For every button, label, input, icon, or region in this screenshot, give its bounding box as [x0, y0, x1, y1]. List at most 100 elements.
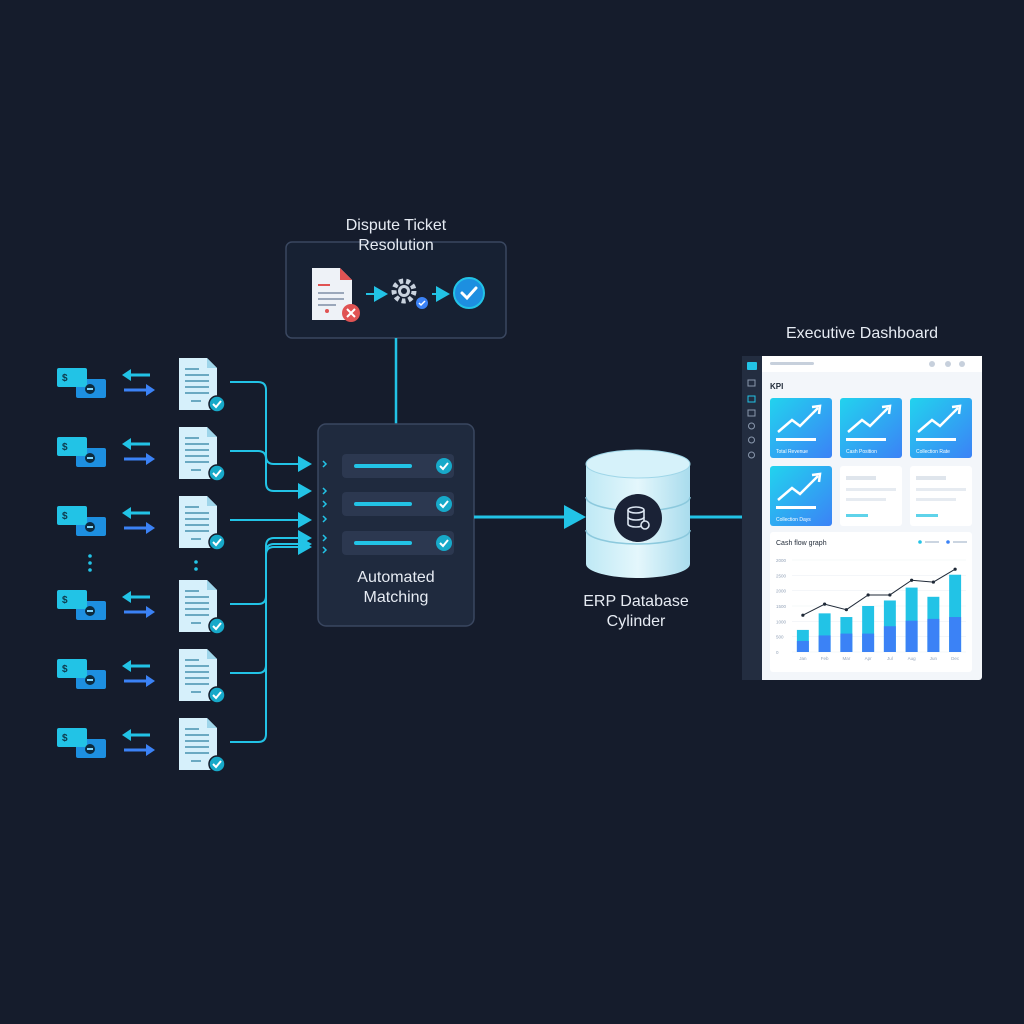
chevron-right-icon	[322, 487, 328, 495]
chevron-right-icon	[322, 515, 328, 523]
exchange-arrows-icon	[122, 438, 155, 465]
check-badge-icon	[208, 395, 226, 413]
trend-point	[844, 608, 848, 612]
kpi-card-placeholder	[910, 466, 972, 526]
erp-database-title: ERP Database Cylinder	[583, 593, 689, 630]
payment-sources: $ $ $ $ $ $	[57, 358, 328, 773]
trend-point	[823, 602, 827, 606]
bar-series-2	[818, 635, 831, 652]
x-tick-label: Mar	[843, 656, 851, 661]
connector-line	[230, 536, 312, 674]
trend-line	[802, 568, 956, 616]
database-icon	[627, 506, 650, 530]
trend-point	[801, 613, 805, 617]
connector-line	[230, 450, 312, 499]
check-badge-icon	[208, 533, 226, 551]
svg-text:$: $	[62, 733, 68, 744]
automated-matching-title: Automated Matching	[357, 569, 435, 606]
kpi-label: KPI	[770, 382, 783, 391]
kpi-card: Total Revenue	[770, 398, 832, 458]
source-row: $	[57, 496, 226, 551]
y-tick-label: 1000	[776, 619, 787, 624]
svg-text:$: $	[62, 595, 68, 606]
x-tick-label: Jul	[887, 656, 893, 661]
trend-point	[931, 580, 935, 584]
check-badge-icon	[208, 617, 226, 635]
source-row: $	[57, 427, 226, 482]
bar-series-2	[840, 633, 853, 652]
match-row	[342, 531, 454, 555]
match-row	[342, 492, 454, 516]
bar-series-2	[905, 620, 918, 652]
check-circle-icon	[453, 277, 485, 309]
money-bill-icon: $	[57, 590, 106, 620]
dispute-ticket-panel	[285, 241, 507, 339]
trend-point	[953, 567, 957, 571]
invoice-document-icon	[179, 649, 217, 701]
check-badge-icon	[208, 755, 226, 773]
kpi-card-placeholder	[840, 466, 902, 526]
match-row	[342, 454, 454, 478]
kpi-caption: Total Revenue	[776, 449, 808, 455]
source-row: $	[57, 649, 226, 704]
y-tick-label: 0	[776, 650, 779, 655]
dashboard-sidebar-icons	[747, 362, 757, 459]
money-bill-icon: $	[57, 437, 106, 467]
x-tick-label: Feb	[821, 656, 829, 661]
gear-icon	[391, 278, 428, 309]
trend-point	[910, 578, 914, 582]
kpi-card: Cash Position	[840, 398, 902, 458]
exchange-arrows-icon	[122, 507, 155, 534]
invoice-document-icon	[179, 580, 217, 632]
x-tick-label: Jun	[930, 656, 938, 661]
source-row: $	[57, 580, 226, 635]
trend-point	[866, 593, 870, 597]
exchange-arrows-icon	[122, 660, 155, 687]
chevron-right-icon	[322, 534, 328, 542]
exchange-arrows-icon	[122, 729, 155, 756]
executive-dashboard-title: Executive Dashboard	[785, 325, 939, 342]
bar-series-1	[862, 606, 875, 652]
check-badge-icon	[208, 464, 226, 482]
exchange-arrows-icon	[122, 369, 155, 396]
y-tick-label: 2500	[776, 573, 787, 578]
svg-text:$: $	[62, 511, 68, 522]
trend-up-icon	[917, 407, 959, 433]
arrowhead-icon	[564, 505, 586, 529]
dispute-ticket-title: Dispute Ticket Resolution	[345, 217, 447, 254]
kpi-caption: Collection Days	[776, 517, 811, 523]
x-tick-label: Dec	[951, 656, 960, 661]
connector-line	[230, 539, 312, 743]
trend-up-icon	[847, 407, 889, 433]
kpi-card: Collection Rate	[910, 398, 972, 458]
x-tick-label: Aug	[908, 656, 917, 661]
y-tick-label: 500	[776, 635, 784, 640]
chevron-right-icon	[322, 460, 328, 468]
source-row: $	[57, 358, 226, 413]
money-bill-icon: $	[57, 368, 106, 398]
trend-up-icon	[777, 475, 819, 501]
x-tick-label: Apr	[865, 656, 873, 661]
invoice-document-icon	[179, 358, 217, 410]
y-tick-label: 1500	[776, 604, 787, 609]
invoice-error-icon	[312, 268, 360, 322]
x-tick-label: Jan	[799, 656, 807, 661]
bar-series-2	[949, 617, 962, 652]
money-bill-icon: $	[57, 728, 106, 758]
chevron-right-icon	[322, 500, 328, 508]
bar-series-2	[796, 640, 809, 652]
bar-series-1	[949, 574, 962, 652]
y-tick-label: 2000	[776, 589, 787, 594]
source-row: $	[57, 718, 226, 773]
money-bill-icon: $	[57, 506, 106, 536]
bar-series-1	[818, 613, 831, 652]
connector-line	[230, 381, 312, 472]
automated-matching-panel	[317, 423, 475, 627]
check-badge-icon	[208, 686, 226, 704]
bar-series-1	[905, 587, 918, 652]
invoice-document-icon	[179, 496, 217, 548]
